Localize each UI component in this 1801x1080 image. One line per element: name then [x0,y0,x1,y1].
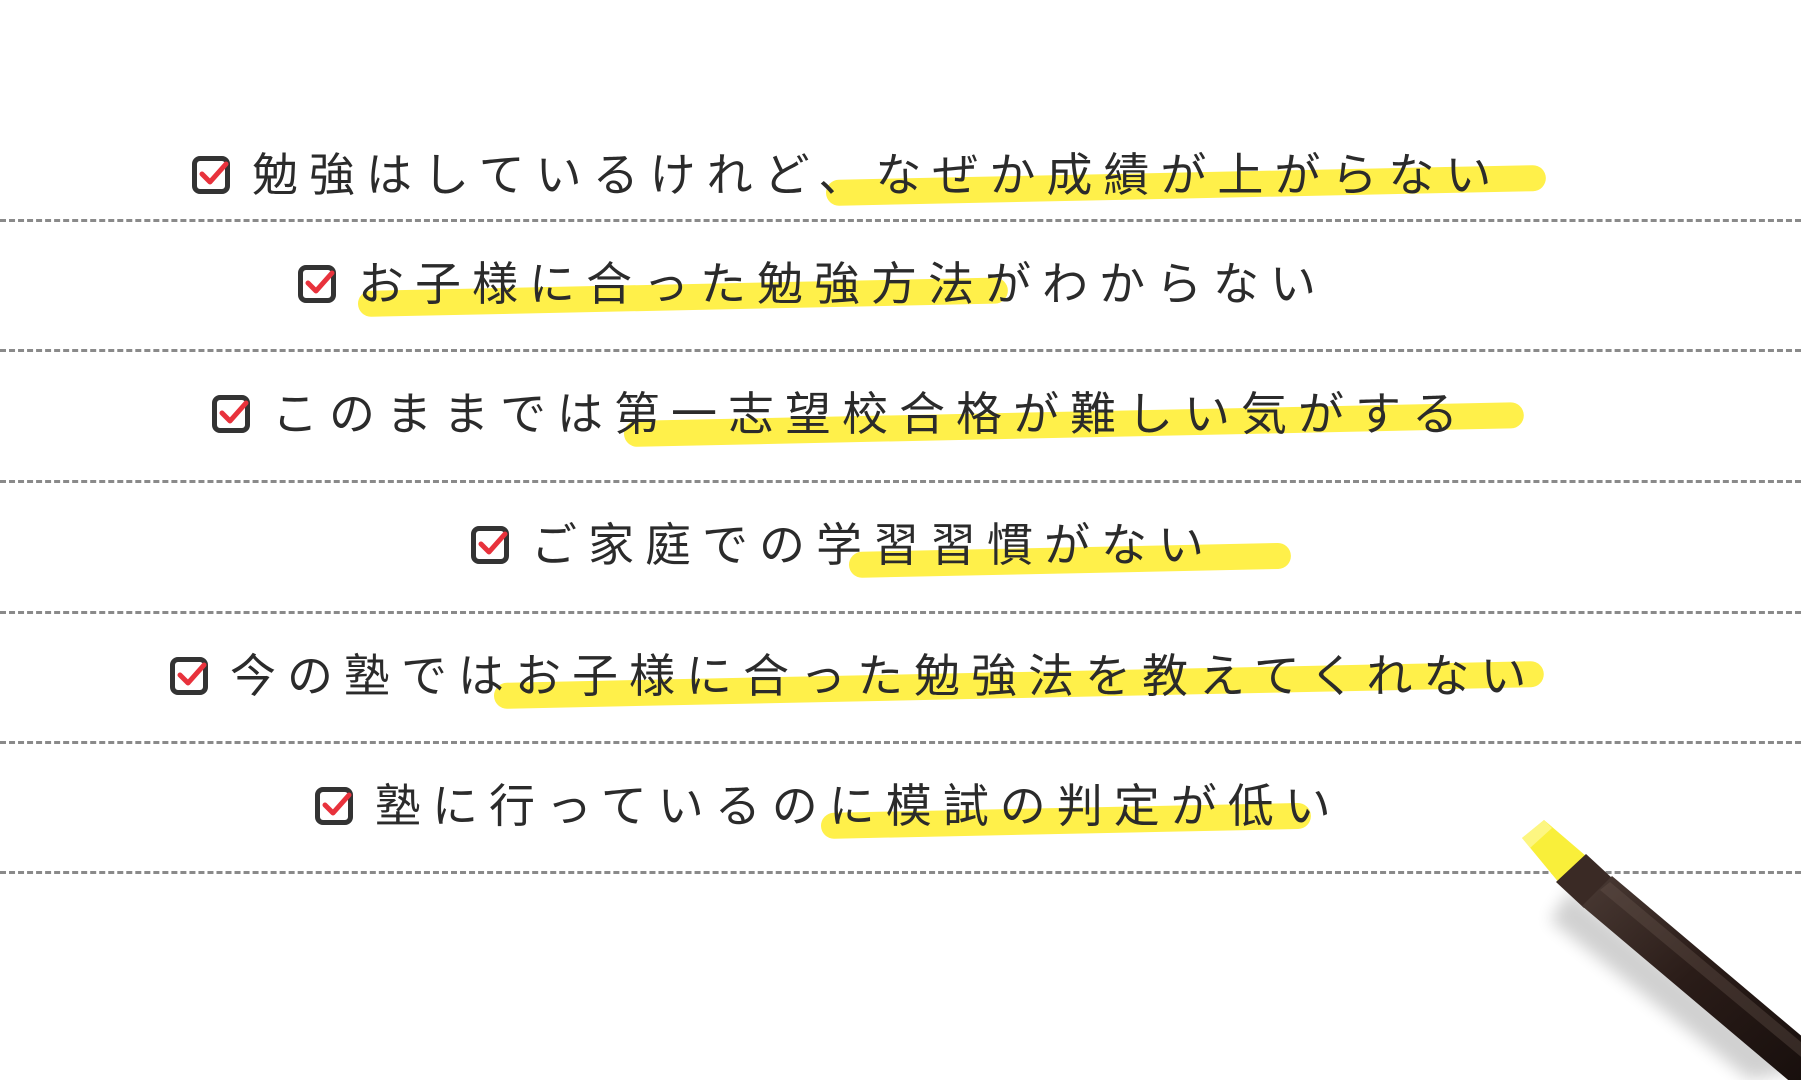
checklist-item-text: 勉強はしているけれど、なぜか成績が上がらない [252,148,1503,202]
dashed-divider [0,349,1801,352]
dashed-divider [0,871,1801,874]
dashed-divider [0,480,1801,483]
checkbox-checked-icon [192,156,230,194]
checklist-item: ご家庭での学習習慣がない [471,522,1292,578]
checklist-item-text: お子様に合った勉強方法がわからない [358,257,1327,311]
checklist-item-text: 今の塾ではお子様に合った勉強法を教えてくれない [230,649,1538,703]
checklist-item: お子様に合った勉強方法がわからない [298,261,1327,317]
checklist-item-text: ご家庭での学習習慣がない [531,518,1215,572]
checklist-item: 今の塾ではお子様に合った勉強法を教えてくれない [170,653,1545,709]
highlighter-pen-icon [1522,820,1801,1080]
checklist-item-text: 塾に行っているのに模試の判定が低い [375,779,1342,833]
checklist-item: 勉強はしているけれど、なぜか成績が上がらない [192,152,1547,206]
checkbox-checked-icon [298,265,336,303]
dashed-divider [0,219,1801,222]
checklist-item: 塾に行っているのに模試の判定が低い [315,783,1342,839]
checkbox-checked-icon [170,657,208,695]
checkbox-checked-icon [315,787,353,825]
checkbox-checked-icon [212,395,250,433]
checkbox-checked-icon [471,526,509,564]
checklist-item-text: このままでは第一志望校合格が難しい気がする [272,387,1469,441]
checklist-item: このままでは第一志望校合格が難しい気がする [212,391,1525,447]
dashed-divider [0,611,1801,614]
dashed-divider [0,741,1801,744]
